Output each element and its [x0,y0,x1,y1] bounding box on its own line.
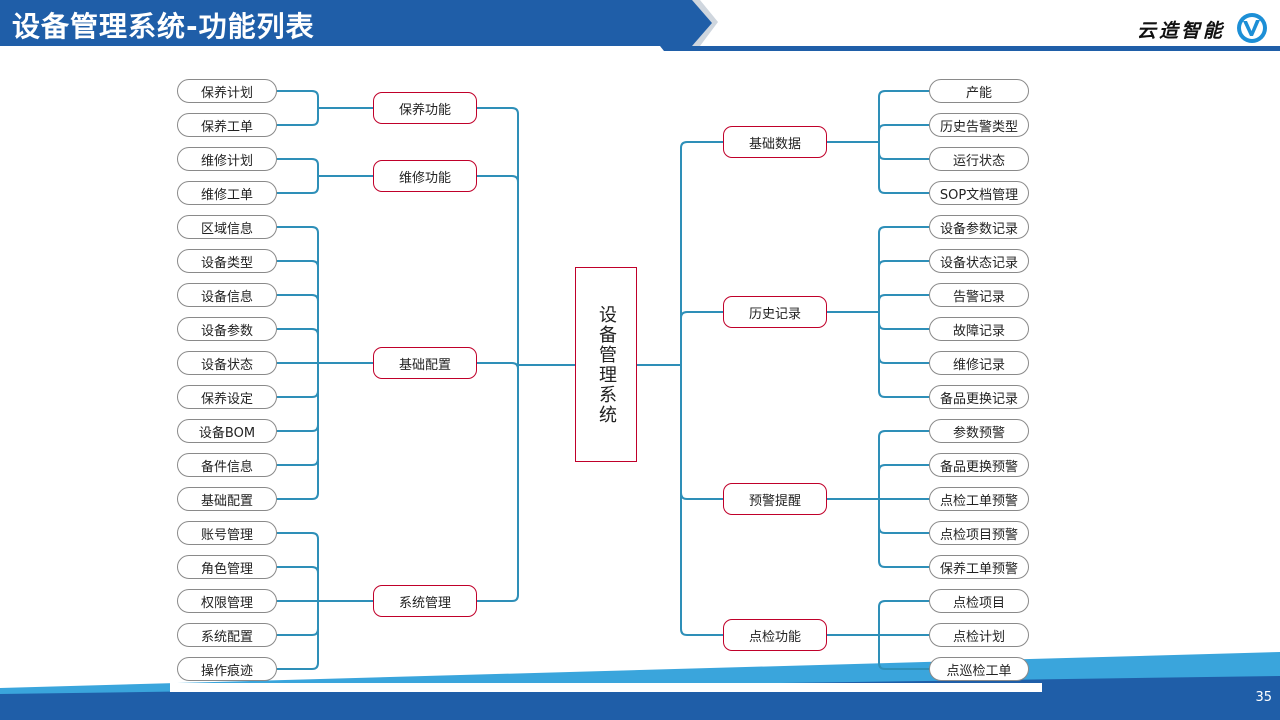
left-branch-2-label: 维修功能 [398,170,451,186]
right-branch-2-item-3: 告警记录 [929,283,1029,307]
right-branch-3-item-5: 保养工单预警 [929,555,1029,579]
left-branch-3-item-8: 备件信息 [177,453,277,477]
right-branch-2-item-6: 备品更换记录 [929,385,1029,409]
left-branch-2-item-2: 维修工单 [177,181,277,205]
left-branch-4: 系统管理 [373,585,477,617]
right-branch-3-item-3: 点检工单预警 [929,487,1029,511]
right-branch-2-item-5-label: 维修记录 [952,357,1005,373]
right-branch-2-item-3-label: 告警记录 [952,289,1005,305]
right-branch-2-item-2-label: 设备状态记录 [939,255,1018,271]
right-branch-4-item-3: 点巡检工单 [929,657,1029,681]
brand-name: 云造智能 [1137,20,1226,42]
right-branch-2-item-1-label: 设备参数记录 [939,221,1018,237]
right-branch-3-item-2-label: 备品更换预警 [939,459,1018,475]
left-branch-4-item-1-label: 账号管理 [200,527,253,543]
right-branch-1-item-1: 产能 [929,79,1029,103]
right-branch-4-item-2: 点检计划 [929,623,1029,647]
left-branch-3-item-3: 设备信息 [177,283,277,307]
right-branch-1-label: 基础数据 [748,136,801,152]
right-branch-3: 预警提醒 [723,483,827,515]
slide-title: 设备管理系统-功能列表 [12,10,315,43]
left-branch-3-item-7: 设备BOM [177,419,277,443]
left-branch-3-item-9-label: 基础配置 [200,493,253,509]
right-branch-4-item-1: 点检项目 [929,589,1029,613]
left-branch-4-item-4: 系统配置 [177,623,277,647]
left-branch-4-item-5: 操作痕迹 [177,657,277,681]
right-branch-4: 点检功能 [723,619,827,651]
right-branch-3-label: 预警提醒 [748,493,801,509]
right-branch-1: 基础数据 [723,126,827,158]
left-branch-3-item-5-label: 设备状态 [200,357,253,373]
left-branch-3-item-2-label: 设备类型 [200,255,253,271]
brand-logo-icon [1237,13,1267,43]
right-branch-3-item-1-label: 参数预警 [952,425,1005,441]
right-branch-1-item-4-label: SOP文档管理 [939,187,1019,203]
left-branch-3-item-4-label: 设备参数 [200,323,253,339]
page-number: 35 [1255,690,1272,705]
right-branch-2-label: 历史记录 [748,306,801,322]
right-branch-2-item-6-label: 备品更换记录 [939,391,1018,407]
left-branch-3-item-4: 设备参数 [177,317,277,341]
left-branch-2-item-2-label: 维修工单 [200,187,253,203]
left-branch-1-item-2: 保养工单 [177,113,277,137]
right-branch-1-item-2: 历史告警类型 [929,113,1029,137]
left-branch-1: 保养功能 [373,92,477,124]
left-branch-3-item-1: 区域信息 [177,215,277,239]
left-branch-3-item-1-label: 区域信息 [200,221,253,237]
right-branch-1-item-4: SOP文档管理 [929,181,1029,205]
left-branch-4-item-1: 账号管理 [177,521,277,545]
left-branch-3-item-6-label: 保养设定 [200,391,253,407]
right-branch-3-item-3-label: 点检工单预警 [939,493,1018,509]
left-branch-3-item-7-label: 设备BOM [198,425,256,441]
left-branch-4-item-2-label: 角色管理 [200,561,253,577]
right-branch-3-item-1: 参数预警 [929,419,1029,443]
left-branch-3-label: 基础配置 [398,357,451,373]
root-label: 设备管理系统 [596,304,617,425]
right-branch-2-item-4: 故障记录 [929,317,1029,341]
left-branch-4-item-3: 权限管理 [177,589,277,613]
left-branch-3-item-8-label: 备件信息 [200,459,253,475]
right-branch-4-item-2-label: 点检计划 [952,629,1005,645]
right-branch-4-item-3-label: 点巡检工单 [946,663,1012,679]
right-branch-1-item-3-label: 运行状态 [952,153,1005,169]
right-branch-4-item-1-label: 点检项目 [952,595,1005,611]
right-branch-3-item-5-label: 保养工单预警 [939,561,1018,577]
left-branch-2-item-1-label: 维修计划 [200,153,253,169]
left-branch-2: 维修功能 [373,160,477,192]
left-branch-3-item-5: 设备状态 [177,351,277,375]
left-branch-1-item-2-label: 保养工单 [200,119,253,135]
left-branch-3: 基础配置 [373,347,477,379]
right-branch-1-item-1-label: 产能 [965,85,992,101]
root-node: 设备管理系统 [575,267,637,462]
left-branch-4-item-2: 角色管理 [177,555,277,579]
left-branch-4-item-3-label: 权限管理 [200,595,253,611]
left-branch-2-item-1: 维修计划 [177,147,277,171]
right-branch-1-item-3: 运行状态 [929,147,1029,171]
right-branch-4-label: 点检功能 [748,629,801,645]
right-branch-3-item-4-label: 点检项目预警 [939,527,1018,543]
right-branch-2-item-1: 设备参数记录 [929,215,1029,239]
right-branch-3-item-2: 备品更换预警 [929,453,1029,477]
left-branch-1-label: 保养功能 [398,102,451,118]
left-branch-1-item-1: 保养计划 [177,79,277,103]
right-branch-1-item-2-label: 历史告警类型 [939,119,1018,135]
left-branch-3-item-3-label: 设备信息 [200,289,253,305]
right-branch-2-item-2: 设备状态记录 [929,249,1029,273]
left-branch-3-item-2: 设备类型 [177,249,277,273]
left-branch-1-item-1-label: 保养计划 [200,85,253,101]
right-branch-2-item-5: 维修记录 [929,351,1029,375]
right-branch-3-item-4: 点检项目预警 [929,521,1029,545]
right-branch-2: 历史记录 [723,296,827,328]
left-branch-4-item-5-label: 操作痕迹 [200,663,253,679]
left-branch-4-item-4-label: 系统配置 [200,629,253,645]
left-branch-4-label: 系统管理 [398,595,451,611]
left-branch-3-item-9: 基础配置 [177,487,277,511]
left-branch-3-item-6: 保养设定 [177,385,277,409]
right-branch-2-item-4-label: 故障记录 [952,323,1005,339]
